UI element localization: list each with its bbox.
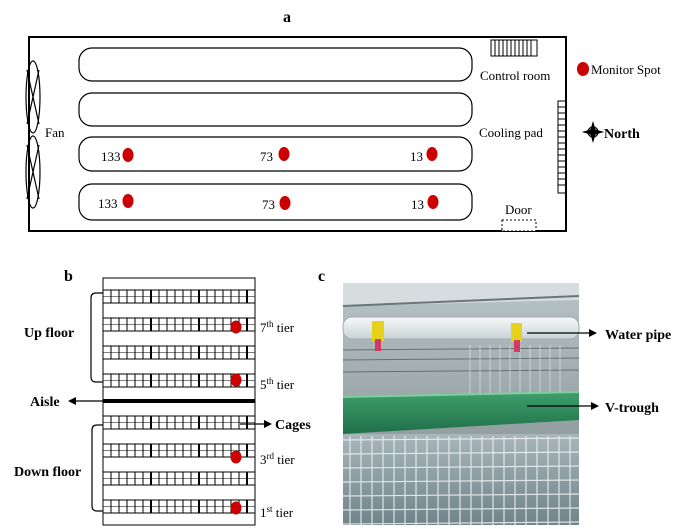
down-floor-bracket: [91, 424, 103, 512]
monitor-spot-icon: [230, 373, 242, 387]
row3-spot-13-label: 13: [410, 149, 423, 164]
cage-row-1: [78, 47, 473, 82]
tier-7-label: 7th tier: [260, 319, 295, 335]
fan-icon: [25, 60, 41, 209]
water-pipe-label: Water pipe: [605, 328, 671, 343]
row3-spot-73-label: 73: [260, 149, 273, 164]
monitor-spot-icon: [230, 450, 242, 464]
cages-label: Cages: [275, 418, 311, 433]
water-pipe-arrow-head: [589, 329, 597, 337]
tier-1-label: 1st tier: [260, 504, 294, 520]
compass-icon: [581, 120, 605, 144]
cage-tier-row: [102, 415, 256, 430]
cage-tiers: [102, 289, 256, 514]
row4-spot-73-label: 73: [262, 197, 275, 212]
cage-row-2: [78, 92, 473, 127]
row4-spot-13-label: 13: [411, 197, 424, 212]
tier-5-label: 5th tier: [260, 376, 295, 392]
up-floor-bracket: [90, 292, 103, 383]
cage-tier-row: [102, 373, 256, 388]
row3-spot-133-label: 133: [101, 149, 121, 164]
north-label: North: [604, 127, 640, 142]
aisle-label: Aisle: [30, 395, 60, 410]
monitor-spot-icon: [427, 195, 439, 209]
up-floor-label: Up floor: [24, 326, 74, 341]
panel-c-title: c: [318, 268, 325, 285]
door-label: Door: [505, 202, 532, 217]
aisle-bar: [103, 399, 255, 403]
cage-tier-row: [102, 443, 256, 458]
v-trough-label: V-trough: [605, 401, 659, 416]
monitor-spot-icon: [230, 320, 242, 334]
cooling-pad: [557, 100, 567, 194]
monitor-spot-label: Monitor Spot: [591, 62, 661, 77]
cage-tier-row: [102, 499, 256, 514]
panel-a-title: a: [283, 9, 291, 26]
cage-tier-row: [102, 471, 256, 486]
fan-label: Fan: [45, 125, 65, 140]
door: [501, 219, 537, 232]
monitor-spot-icon: [278, 147, 290, 161]
panel-b-title: b: [64, 268, 73, 285]
cooling-pad-label: Cooling pad: [479, 125, 543, 140]
monitor-spot-icon: [122, 148, 134, 162]
control-room-label: Control room: [480, 68, 550, 83]
tier-3-label: 3rd tier: [260, 451, 295, 467]
v-trough-arrow-head: [591, 402, 599, 410]
cage-row-4: [78, 183, 473, 221]
control-room-grille: [490, 39, 538, 57]
monitor-spot-icon: [426, 147, 438, 161]
monitor-spot-icon: [279, 196, 291, 210]
down-floor-label: Down floor: [14, 465, 81, 480]
row4-spot-133-label: 133: [98, 196, 118, 211]
legend-monitor-spot-icon: [577, 62, 589, 76]
monitor-spot-icon: [230, 501, 242, 515]
aisle-arrow-head: [68, 397, 76, 405]
monitor-spot-icon: [122, 194, 134, 208]
cage-photo: [342, 283, 580, 525]
cages-arrow-head: [264, 420, 272, 428]
cage-tier-row: [102, 289, 256, 304]
cage-tier-row: [102, 345, 256, 360]
cage-row-3: [78, 136, 473, 172]
